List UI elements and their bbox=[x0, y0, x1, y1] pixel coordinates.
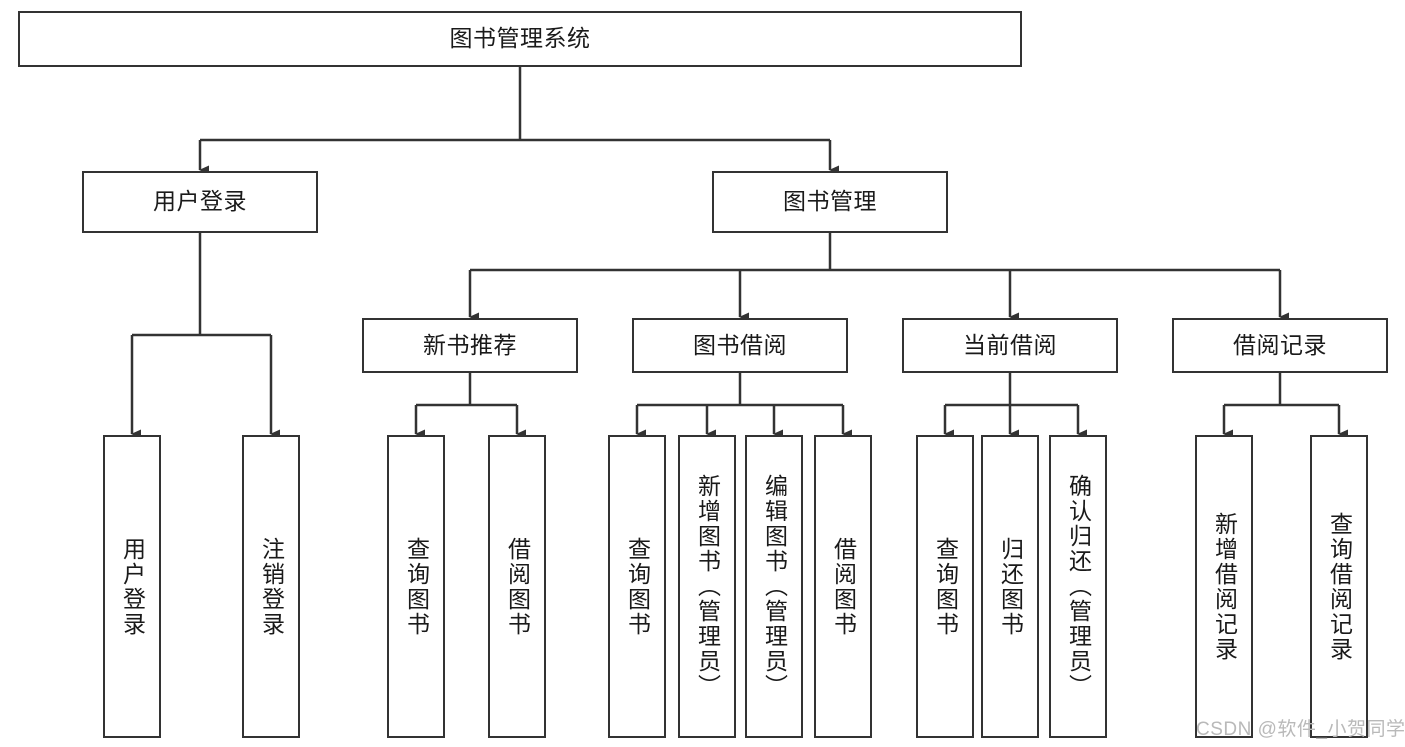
node-label: 借阅记录 bbox=[1233, 331, 1327, 358]
node-label: 查询借阅记录 bbox=[1326, 511, 1353, 662]
node-user-login: 用户登录 bbox=[82, 171, 318, 233]
node-label: 借阅图书 bbox=[504, 536, 531, 637]
node-leaf-bb-query: 查询图书 bbox=[608, 435, 666, 738]
node-current-borrow: 当前借阅 bbox=[902, 318, 1118, 373]
node-label: 借阅图书 bbox=[830, 536, 857, 637]
node-label: 用户登录 bbox=[119, 536, 146, 637]
node-leaf-rec-query: 查询图书 bbox=[387, 435, 445, 738]
node-label: 注销登录 bbox=[258, 536, 285, 637]
node-leaf-bb-edit: 编辑图书（管理员） bbox=[745, 435, 803, 738]
node-leaf-br-add: 新增借阅记录 bbox=[1195, 435, 1253, 738]
node-leaf-cb-return: 归还图书 bbox=[981, 435, 1039, 738]
node-label: 新增图书（管理员） bbox=[694, 474, 721, 699]
node-label: 查询图书 bbox=[932, 536, 959, 637]
node-label: 查询图书 bbox=[403, 536, 430, 637]
node-label: 编辑图书（管理员） bbox=[761, 474, 788, 699]
node-leaf-br-query: 查询借阅记录 bbox=[1310, 435, 1368, 738]
node-leaf-cb-confirm: 确认归还（管理员） bbox=[1049, 435, 1107, 738]
node-leaf-rec-borrow: 借阅图书 bbox=[488, 435, 546, 738]
node-label: 图书管理系统 bbox=[449, 25, 591, 52]
node-label: 当前借阅 bbox=[963, 331, 1057, 358]
node-borrow-record: 借阅记录 bbox=[1172, 318, 1388, 373]
node-label: 确认归还（管理员） bbox=[1065, 474, 1092, 699]
tree-edges bbox=[130, 67, 1348, 439]
node-label: 归还图书 bbox=[997, 536, 1024, 637]
node-book-borrow: 图书借阅 bbox=[632, 318, 848, 373]
node-leaf-user-logout: 注销登录 bbox=[242, 435, 300, 738]
node-book-manage: 图书管理 bbox=[712, 171, 948, 233]
node-leaf-bb-add: 新增图书（管理员） bbox=[678, 435, 736, 738]
node-label: 图书借阅 bbox=[693, 331, 787, 358]
node-label: 用户登录 bbox=[153, 188, 247, 215]
node-leaf-user-login: 用户登录 bbox=[103, 435, 161, 738]
node-label: 新书推荐 bbox=[423, 331, 517, 358]
node-leaf-bb-borrow: 借阅图书 bbox=[814, 435, 872, 738]
node-leaf-cb-query: 查询图书 bbox=[916, 435, 974, 738]
node-label: 查询图书 bbox=[624, 536, 651, 637]
node-label: 图书管理 bbox=[783, 188, 877, 215]
node-root: 图书管理系统 bbox=[18, 11, 1022, 67]
node-label: 新增借阅记录 bbox=[1211, 511, 1238, 662]
node-new-book-rec: 新书推荐 bbox=[362, 318, 578, 373]
